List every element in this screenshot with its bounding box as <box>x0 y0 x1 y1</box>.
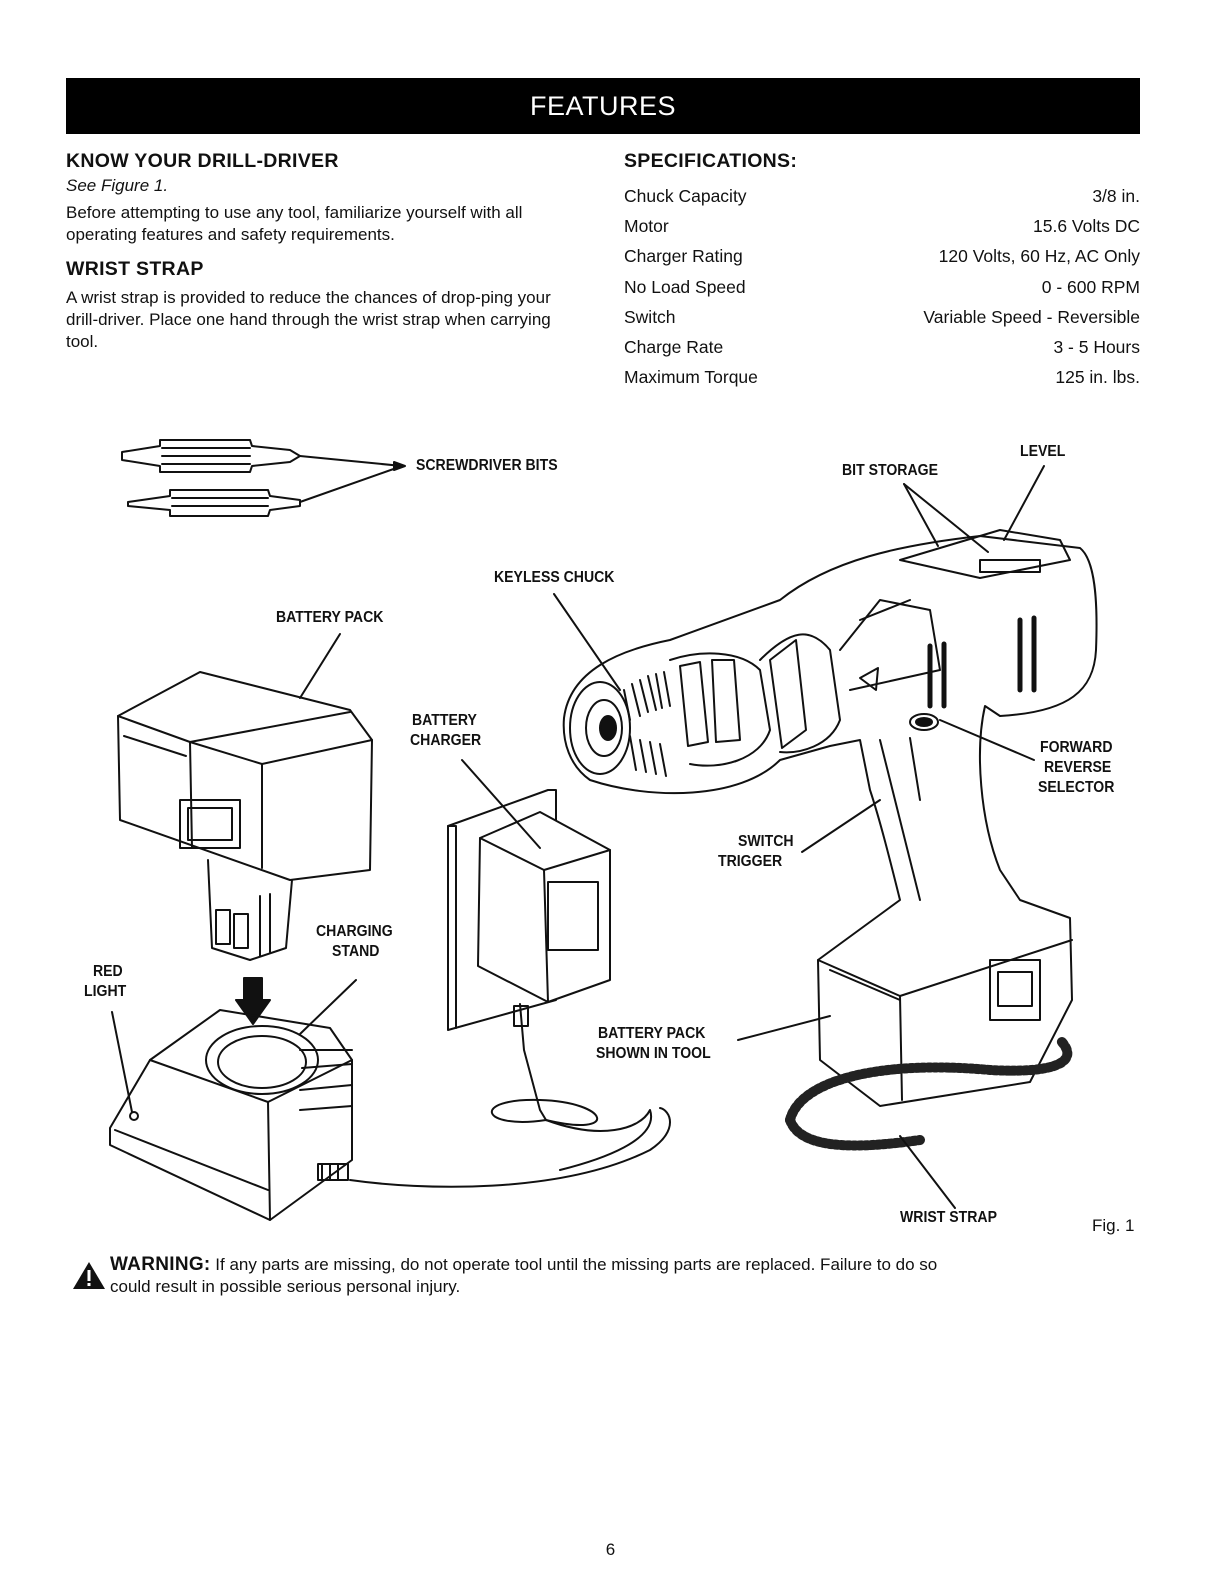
specifications-column: SPECIFICATIONS: Chuck Capacity 3/8 in. Mo… <box>624 150 1140 392</box>
spec-value: 125 in. lbs. <box>1055 367 1140 388</box>
spec-name: No Load Speed <box>624 276 746 297</box>
warning-label: WARNING: <box>110 1254 211 1275</box>
banner-title: FEATURES <box>529 91 676 121</box>
spec-row: Charger Rating 120 Volts, 60 Hz, AC Only <box>624 241 1140 271</box>
spec-row: Charge Rate 3 - 5 Hours <box>624 332 1140 362</box>
spec-row: Motor 15.6 Volts DC <box>624 211 1140 241</box>
features-banner: FEATURES <box>66 78 1140 134</box>
label-switch-line2: TRIGGER <box>718 853 783 870</box>
label-forward-line2: REVERSE <box>1044 759 1112 776</box>
label-forward-line3: SELECTOR <box>1038 779 1115 796</box>
label-pack-in-tool-line2: SHOWN IN TOOL <box>596 1045 711 1062</box>
label-bit-storage: BIT STORAGE <box>842 462 938 479</box>
label-red-line2: LIGHT <box>84 983 127 1000</box>
drill-drawing <box>562 529 1098 1151</box>
spec-row: Maximum Torque 125 in. lbs. <box>624 362 1140 392</box>
label-battery-charger-line1: BATTERY <box>412 712 477 729</box>
label-charging-line2: STAND <box>332 943 380 960</box>
label-charging-line1: CHARGING <box>316 923 393 940</box>
label-forward-line1: FORWARD <box>1040 739 1113 756</box>
figure-1: SCREWDRIVER BITS BIT STORAGE LEVEL KEYLE… <box>84 439 1115 1226</box>
screwdriver-bits-drawing <box>121 439 406 517</box>
know-paragraph: Before attempting to use any tool, famil… <box>66 203 523 244</box>
spec-name: Charge Rate <box>624 336 724 357</box>
spec-row: Switch Variable Speed - Reversible <box>624 302 1140 332</box>
see-figure-note: See Figure 1. <box>66 176 169 195</box>
spec-name: Chuck Capacity <box>624 186 747 206</box>
label-wrist-strap: WRIST STRAP <box>900 1209 997 1226</box>
drill-illustration <box>109 439 1098 1221</box>
label-level: LEVEL <box>1020 443 1066 460</box>
spec-value: 3/8 in. <box>1092 186 1140 206</box>
label-pack-in-tool-line1: BATTERY PACK <box>598 1025 706 1042</box>
spec-value: 15.6 Volts DC <box>1033 216 1140 237</box>
spec-value: 120 Volts, 60 Hz, AC Only <box>938 246 1140 267</box>
label-switch-line1: SWITCH <box>738 833 794 850</box>
figure-number: Fig. 1 <box>1092 1216 1135 1235</box>
left-column: KNOW YOUR DRILL-DRIVER See Figure 1. Bef… <box>66 150 586 353</box>
leader-lines <box>553 465 1045 1209</box>
warning-text-line2: could result in possible serious persona… <box>110 1277 461 1296</box>
charging-stand-drawing <box>109 979 357 1221</box>
spec-value: 3 - 5 Hours <box>1053 336 1140 357</box>
spec-value: Variable Speed - Reversible <box>923 306 1140 327</box>
battery-charger-drawing <box>349 759 671 1188</box>
specs-heading: SPECIFICATIONS: <box>624 150 798 172</box>
spec-row: No Load Speed 0 - 600 RPM <box>624 272 1140 302</box>
page-number: 6 <box>605 1540 616 1559</box>
spec-name: Switch <box>624 306 676 327</box>
label-red-line1: RED <box>93 963 123 980</box>
battery-pack-drawing <box>117 633 373 961</box>
know-heading: KNOW YOUR DRILL-DRIVER <box>66 150 339 172</box>
label-screwdriver-bits: SCREWDRIVER BITS <box>416 457 558 474</box>
spec-name: Maximum Torque <box>624 367 758 388</box>
spec-name: Charger Rating <box>624 246 743 267</box>
warning-triangle-icon <box>73 1262 105 1289</box>
label-battery-pack: BATTERY PACK <box>276 609 384 626</box>
warning-text-line1: If any parts are missing, do not operate… <box>215 1255 938 1274</box>
warning-block: WARNING: If any parts are missing, do no… <box>72 1254 1142 1298</box>
wrist-heading: WRIST STRAP <box>66 258 204 280</box>
label-keyless-chuck: KEYLESS CHUCK <box>494 569 615 586</box>
label-battery-charger-line2: CHARGER <box>410 732 482 749</box>
spec-list: Chuck Capacity 3/8 in. Motor 15.6 Volts DC… <box>624 181 1140 392</box>
spec-name: Motor <box>624 216 669 237</box>
spec-value: 0 - 600 RPM <box>1041 276 1140 297</box>
spec-row: Chuck Capacity 3/8 in. <box>624 181 1140 211</box>
wrist-paragraph: A wrist strap is provided to reduce the … <box>66 288 551 351</box>
